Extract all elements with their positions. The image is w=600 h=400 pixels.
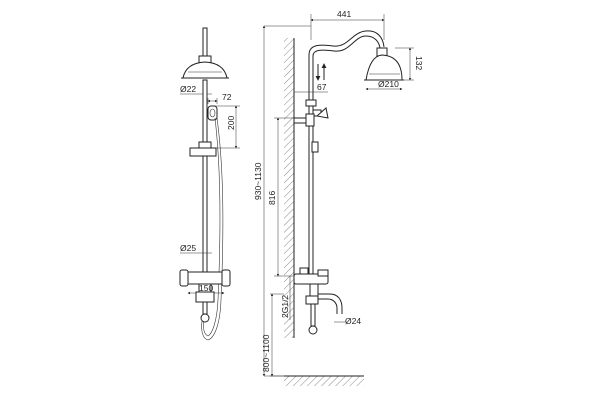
front-hose <box>201 117 224 341</box>
front-hand-shower <box>207 105 218 121</box>
dim-816-label: 816 <box>267 191 277 205</box>
side-hand-shower <box>315 107 329 119</box>
dim-67-label: 67 <box>317 82 327 92</box>
dim-930-1130-label: 930~1130 <box>253 162 263 200</box>
front-slide-bracket <box>189 147 217 157</box>
dim-800-1100-label: 800~1100 <box>261 334 271 372</box>
front-left-handle <box>179 269 189 287</box>
dia-22-label: Ø22 <box>180 84 196 94</box>
dim-72-label: 72 <box>222 92 232 102</box>
side-spout <box>318 293 343 314</box>
front-view: Ø22 72 200 Ø25 150 <box>179 27 240 341</box>
side-view: 441 132 Ø210 67 <box>253 9 424 386</box>
shower-arm <box>308 30 385 100</box>
dim-g12-label: 2G1/2 <box>280 295 290 318</box>
dia-25-label: Ø25 <box>180 243 196 253</box>
dim-200-label: 200 <box>226 116 236 130</box>
dim-441-label: 441 <box>337 9 351 19</box>
front-right-handle <box>221 269 231 287</box>
dia-210-label: Ø210 <box>378 79 399 89</box>
floor-hatch <box>284 376 364 386</box>
dia-24-label: Ø24 <box>345 316 361 326</box>
dim-132-label: 132 <box>414 56 424 70</box>
front-shower-head <box>182 61 228 79</box>
up-down-arrows-icon <box>315 63 327 81</box>
wall-hatch <box>284 38 294 338</box>
dim-150-label: 150 <box>199 283 213 293</box>
side-shower-head <box>365 54 403 81</box>
front-riser-pipe <box>202 79 208 273</box>
